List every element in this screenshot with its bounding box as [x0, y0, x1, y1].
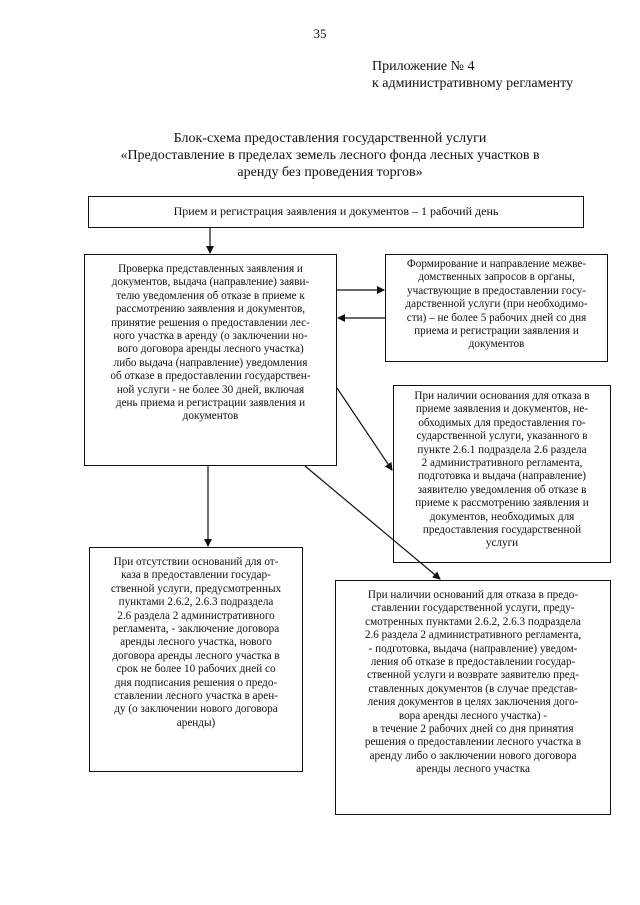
- box-intake: Прием и регистрация заявления и документ…: [88, 196, 584, 228]
- title-line-2: «Предоставление в пределах земель лесног…: [120, 148, 540, 163]
- page-number: 35: [313, 26, 327, 41]
- arrow-review-to-intake-refusal: [336, 387, 393, 471]
- appendix-line-2: к административному регламенту: [372, 76, 574, 91]
- appendix-line-1: Приложение № 4: [372, 59, 475, 74]
- title-line-3: аренду без проведения торгов»: [237, 165, 423, 180]
- box-intake-refusal: При наличии основания для отказа в прием…: [393, 385, 611, 563]
- arrow-review-to-service-refusal: [304, 465, 441, 580]
- diagram-title: Блок-схема предоставления государственно…: [80, 130, 580, 181]
- box-review: Проверка представленных заявления и доку…: [84, 254, 337, 466]
- box-interagency-requests: Формирование и направление межве- домств…: [385, 254, 608, 362]
- box-service-refusal: При наличии оснований для отказа в предо…: [335, 580, 611, 815]
- appendix-header: Приложение № 4 к административному регла…: [372, 58, 573, 92]
- title-line-1: Блок-схема предоставления государственно…: [173, 131, 487, 146]
- box-approval: При отсутствии оснований для от- каза в …: [89, 547, 303, 772]
